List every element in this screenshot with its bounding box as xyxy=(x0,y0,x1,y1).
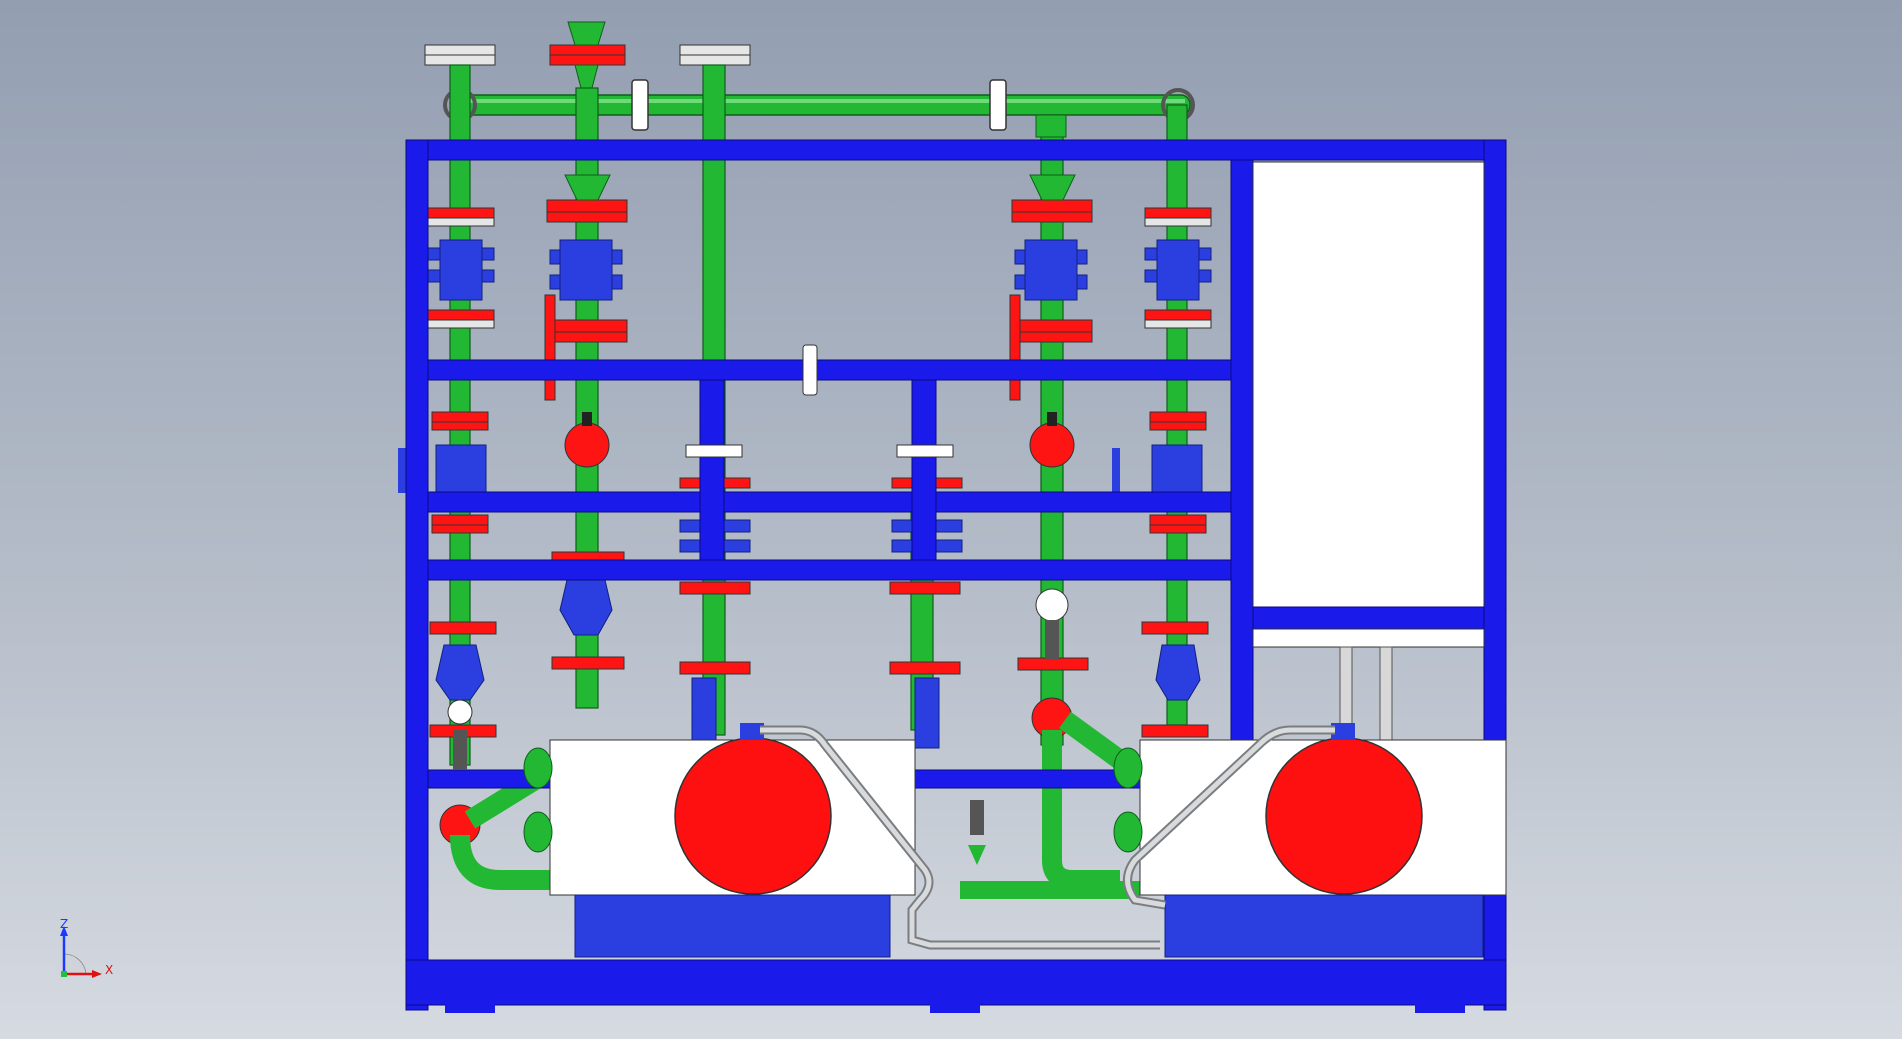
top-flanges xyxy=(424,21,751,89)
pump-right xyxy=(1113,723,1507,958)
pump-left xyxy=(523,723,916,958)
middle-valve-stacks xyxy=(398,411,1207,553)
top-header-pipe xyxy=(443,79,1195,131)
upper-valve-stacks xyxy=(427,174,1212,401)
axis-z-label: Z xyxy=(60,917,69,931)
axis-triad-icon xyxy=(60,926,102,978)
axis-x-label: X xyxy=(105,963,114,977)
gauge-valves xyxy=(453,620,1059,865)
control-cabinet xyxy=(1252,161,1485,743)
drain-hoses xyxy=(760,725,1335,950)
